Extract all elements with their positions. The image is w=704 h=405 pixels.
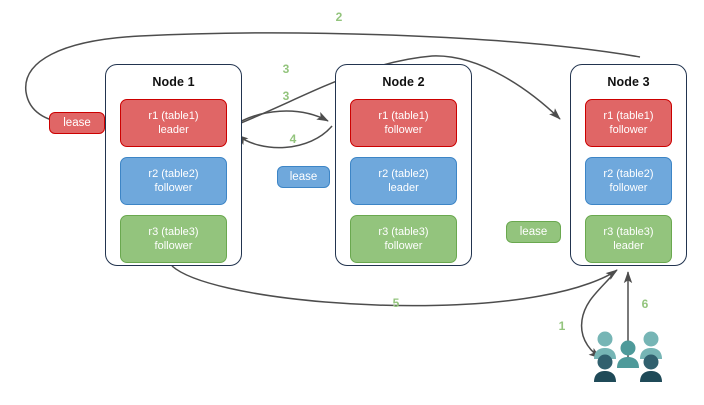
replica-role: follower <box>154 182 193 194</box>
node-1-replica-r1[interactable]: r1 (table1) leader <box>120 99 227 147</box>
replica-role: follower <box>609 124 648 136</box>
node-3-title: Node 3 <box>607 75 650 89</box>
edge-step-3-lower <box>230 110 329 128</box>
node-1-title: Node 1 <box>152 75 195 89</box>
replica-role: follower <box>154 240 193 252</box>
node-2-box[interactable]: Node 2 r1 (table1) follower r2 (table2) … <box>335 64 472 266</box>
replica-role: leader <box>613 240 644 252</box>
node-1-box[interactable]: Node 1 r1 (table1) leader r2 (table2) fo… <box>105 64 242 266</box>
replica-name: r1 (table1) <box>378 110 429 122</box>
step-label-2: 2 <box>335 10 343 24</box>
node-1-replica-r2[interactable]: r2 (table2) follower <box>120 157 227 205</box>
lease-badge-green[interactable]: lease <box>506 221 561 243</box>
replica-name: r2 (table2) <box>148 168 199 180</box>
replica-name: r3 (table3) <box>603 226 654 238</box>
replica-name: r3 (table3) <box>378 226 429 238</box>
node-2-replica-r1[interactable]: r1 (table1) follower <box>350 99 457 147</box>
replica-role: follower <box>609 182 648 194</box>
replica-name: r2 (table2) <box>603 168 654 180</box>
node-1-replica-r3[interactable]: r3 (table3) follower <box>120 215 227 263</box>
step-label-4: 4 <box>289 132 297 146</box>
node-3-replica-r2[interactable]: r2 (table2) follower <box>585 157 672 205</box>
replica-name: r2 (table2) <box>378 168 429 180</box>
step-label-6: 1 <box>558 319 566 333</box>
node-3-replica-r1[interactable]: r1 (table1) follower <box>585 99 672 147</box>
lease-badge-red[interactable]: lease <box>49 112 105 134</box>
replica-role: leader <box>158 124 189 136</box>
node-2-replica-r2[interactable]: r2 (table2) leader <box>350 157 457 205</box>
replica-role: leader <box>388 182 419 194</box>
replica-name: r1 (table1) <box>603 110 654 122</box>
node-2-replica-r3[interactable]: r3 (table3) follower <box>350 215 457 263</box>
step-label-3-upper: 3 <box>282 62 290 76</box>
replica-name: r1 (table1) <box>148 110 199 122</box>
replica-role: follower <box>384 240 423 252</box>
node-3-replica-r3[interactable]: r3 (table3) leader <box>585 215 672 263</box>
step-label-3-lower: 3 <box>282 89 290 103</box>
lease-badge-blue[interactable]: lease <box>277 166 330 188</box>
replica-name: r3 (table3) <box>148 226 199 238</box>
replica-role: follower <box>384 124 423 136</box>
step-label-1: 6 <box>641 297 649 311</box>
clients-group-icon <box>594 331 662 382</box>
step-label-5: 5 <box>392 296 400 310</box>
node-2-title: Node 2 <box>382 75 425 89</box>
node-3-box[interactable]: Node 3 r1 (table1) follower r2 (table2) … <box>570 64 687 266</box>
